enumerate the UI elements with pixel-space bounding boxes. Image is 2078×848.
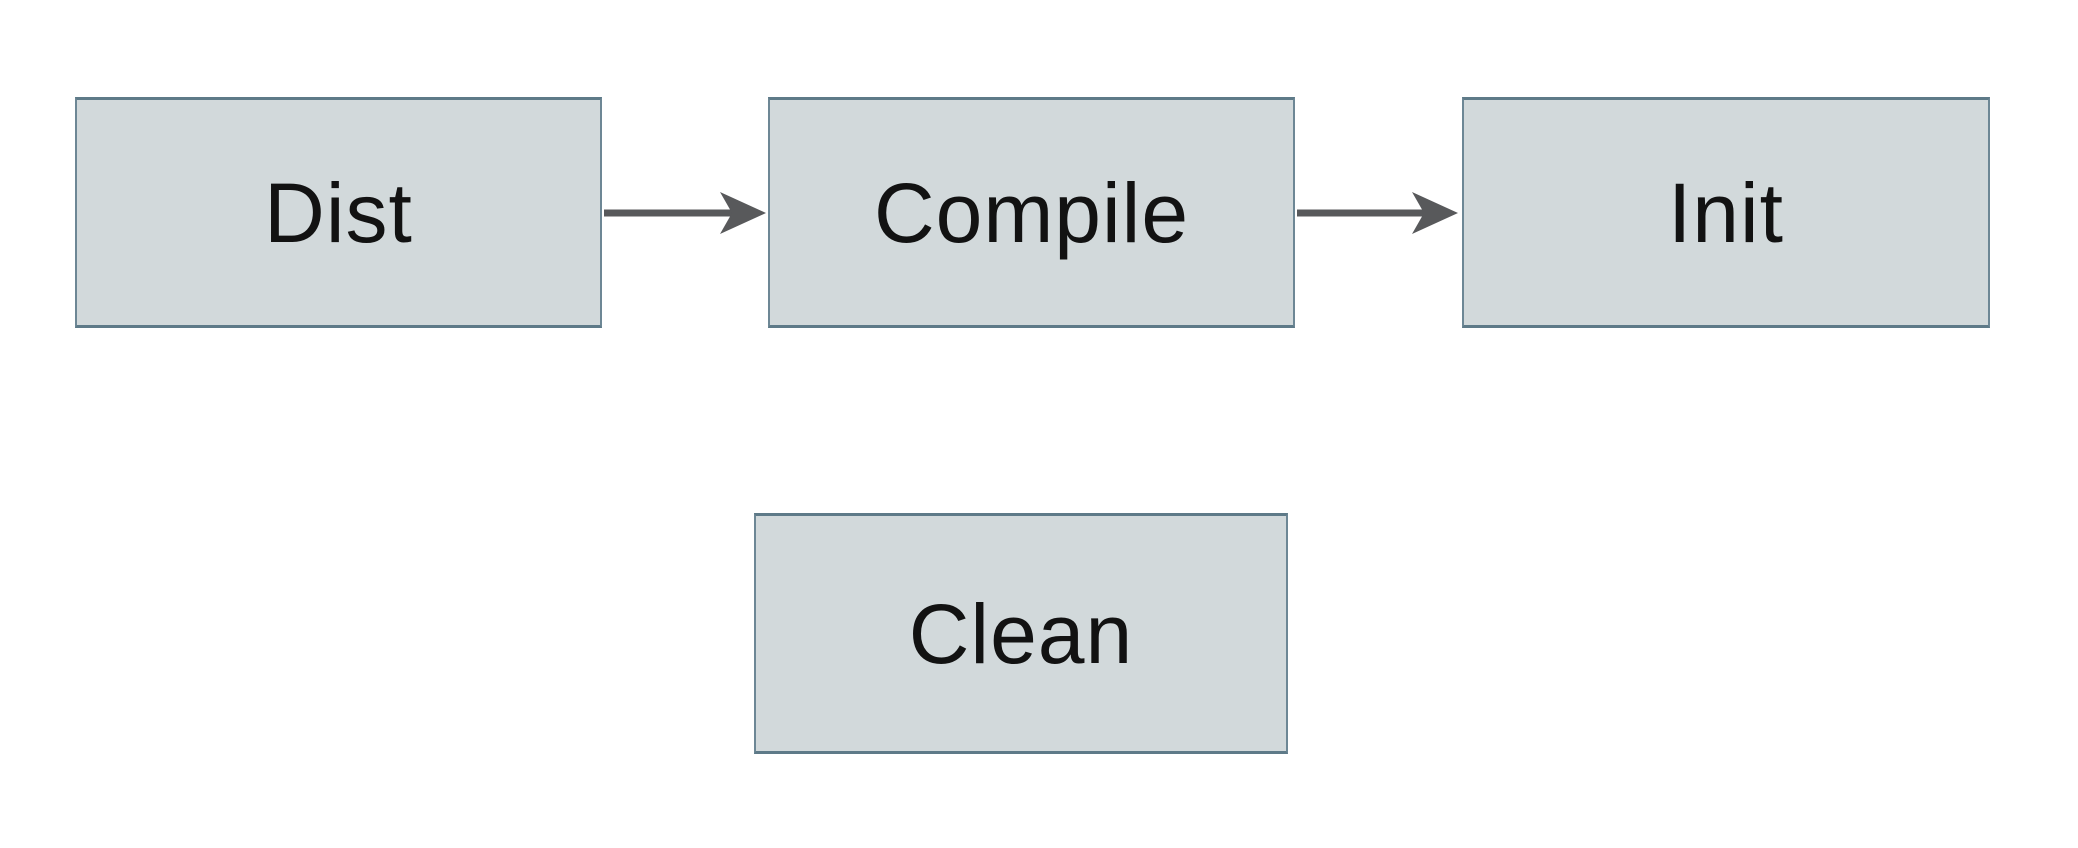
node-compile[interactable]: Compile bbox=[768, 97, 1295, 328]
arrow-compile-to-init bbox=[1297, 192, 1458, 234]
node-clean[interactable]: Clean bbox=[754, 513, 1288, 754]
arrow-dist-to-compile bbox=[604, 192, 766, 234]
node-clean-label: Clean bbox=[908, 586, 1134, 681]
node-init[interactable]: Init bbox=[1462, 97, 1990, 328]
node-dist[interactable]: Dist bbox=[75, 97, 602, 328]
node-init-label: Init bbox=[1667, 165, 1785, 260]
node-dist-label: Dist bbox=[264, 165, 413, 260]
node-compile-label: Compile bbox=[873, 165, 1190, 260]
